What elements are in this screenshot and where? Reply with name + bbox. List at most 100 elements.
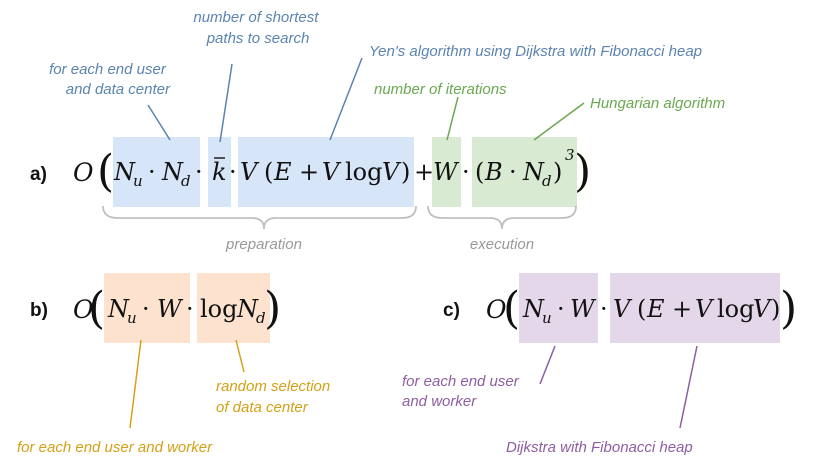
ann-random-line2: of data center xyxy=(216,399,309,416)
highlight-v-e-vlogv xyxy=(238,137,414,207)
sym-n: N xyxy=(161,158,184,186)
highlight-log-nd xyxy=(197,273,270,343)
connector-random xyxy=(235,339,245,373)
left-big-paren: ( xyxy=(97,146,114,197)
dot-op: · xyxy=(462,158,470,186)
ann-random: random selection of data center xyxy=(216,378,334,416)
sym-n: N xyxy=(107,295,130,323)
brace-preparation-label: preparation xyxy=(225,236,302,253)
sym-v: V xyxy=(322,158,342,186)
ann-random-line1: random selection xyxy=(216,378,330,395)
formula-b-expression: O ( N u · W · log N d ) xyxy=(73,283,281,334)
sym-w: W xyxy=(157,295,184,323)
log-op: log xyxy=(200,295,238,323)
sym-n: N xyxy=(113,158,136,186)
sym-v: V xyxy=(382,158,402,186)
left-big-paren: ( xyxy=(88,283,105,334)
connector-yen xyxy=(329,57,363,141)
sub-d: d xyxy=(542,172,552,190)
formula-a-expression: O ( N u · N d · k · V ( E + V log V ) + … xyxy=(73,146,591,197)
sym-v: V xyxy=(240,158,260,186)
ann-iterations: number of iterations xyxy=(374,81,507,98)
right-big-paren: ) xyxy=(780,283,797,334)
sym-v: V xyxy=(753,295,773,323)
paren-open: ( xyxy=(264,158,273,186)
ann-shortest-paths-line1: number of shortest xyxy=(193,9,319,26)
dot-op: · xyxy=(557,295,565,323)
formula-c-label: c) xyxy=(443,300,460,321)
sym-v: V xyxy=(613,295,633,323)
dot-op: · xyxy=(509,158,517,186)
dot-op: · xyxy=(142,295,150,323)
log-op: log xyxy=(345,158,383,186)
highlight-b-nd-cubed xyxy=(472,137,577,207)
sym-e: E xyxy=(646,295,665,323)
ann-end-user-dc-line2: and data center xyxy=(66,81,171,98)
sym-n: N xyxy=(236,295,259,323)
sym-e: E xyxy=(273,158,292,186)
sub-u: u xyxy=(127,309,137,327)
ann-dijkstra: Dijkstra with Fibonacci heap xyxy=(506,439,693,456)
exponent-3: 3 xyxy=(565,146,575,164)
ann-end-user-worker-b: for each end user and worker xyxy=(17,439,213,456)
ann-hungarian: Hungarian algorithm xyxy=(590,95,725,112)
connector-end-user-dc xyxy=(147,104,171,141)
connector-iterations xyxy=(446,96,459,141)
dot-op: · xyxy=(148,158,156,186)
sub-d: d xyxy=(181,172,191,190)
big-o-symbol: O xyxy=(73,158,94,187)
paren-open: ( xyxy=(637,295,646,323)
ann-end-user-worker-c: for each end user and worker xyxy=(402,373,523,410)
sym-v: V xyxy=(695,295,715,323)
brace-execution xyxy=(427,205,577,230)
big-o-symbol: O xyxy=(73,295,94,324)
right-big-paren: ) xyxy=(264,283,281,334)
highlight-nu-w xyxy=(104,273,190,343)
highlight-nu-w-c xyxy=(519,273,598,343)
dot-op: · xyxy=(600,295,608,323)
sym-n: N xyxy=(522,158,545,186)
connector-end-user-worker-c xyxy=(539,345,556,385)
big-o-symbol: O xyxy=(486,295,507,324)
paren-close: ) xyxy=(553,158,562,186)
highlight-nu-nd xyxy=(113,137,200,207)
formula-a: for each end user and data center number… xyxy=(30,9,725,253)
plus-op: + xyxy=(414,158,434,186)
paren-close: ) xyxy=(771,295,780,323)
sym-w: W xyxy=(433,158,460,186)
sub-u: u xyxy=(133,172,143,190)
sub-u: u xyxy=(542,309,552,327)
dot-op: · xyxy=(229,158,237,186)
ann-end-user-dc: for each end user and data center xyxy=(49,61,171,98)
sym-b: B xyxy=(484,158,503,186)
plus-op: + xyxy=(672,295,692,323)
highlight-k xyxy=(208,137,231,207)
connector-shortest-paths xyxy=(219,63,233,143)
formula-a-label: a) xyxy=(30,164,47,185)
connector-dijkstra xyxy=(679,345,698,429)
formula-b-label: b) xyxy=(30,300,48,321)
ann-end-user-worker-c-line1: for each end user xyxy=(402,373,520,390)
paren-open: ( xyxy=(475,158,484,186)
dot-op: · xyxy=(186,295,194,323)
ann-shortest-paths: number of shortest paths to search xyxy=(193,9,322,47)
right-big-paren: ) xyxy=(574,146,591,197)
sub-d: d xyxy=(256,309,266,327)
formula-c: c) O ( N u · W · V ( E + V log V ) ) for… xyxy=(402,273,797,456)
ann-shortest-paths-line2: paths to search xyxy=(206,30,310,47)
plus-op: + xyxy=(299,158,319,186)
formula-b: b) O ( N u · W · log N d ) random select… xyxy=(17,273,334,456)
highlight-v-e-vlogv-c xyxy=(610,273,780,343)
highlight-w xyxy=(432,137,461,207)
connector-hungarian xyxy=(533,102,585,141)
log-op: log xyxy=(717,295,755,323)
sym-w: W xyxy=(570,295,597,323)
sym-n: N xyxy=(522,295,545,323)
connector-end-user-worker-b xyxy=(129,339,142,429)
ann-end-user-dc-line1: for each end user xyxy=(49,61,167,78)
formula-c-expression: O ( N u · W · V ( E + V log V ) ) xyxy=(486,283,797,334)
sym-k: k xyxy=(212,158,227,186)
brace-execution-label: execution xyxy=(470,236,534,253)
